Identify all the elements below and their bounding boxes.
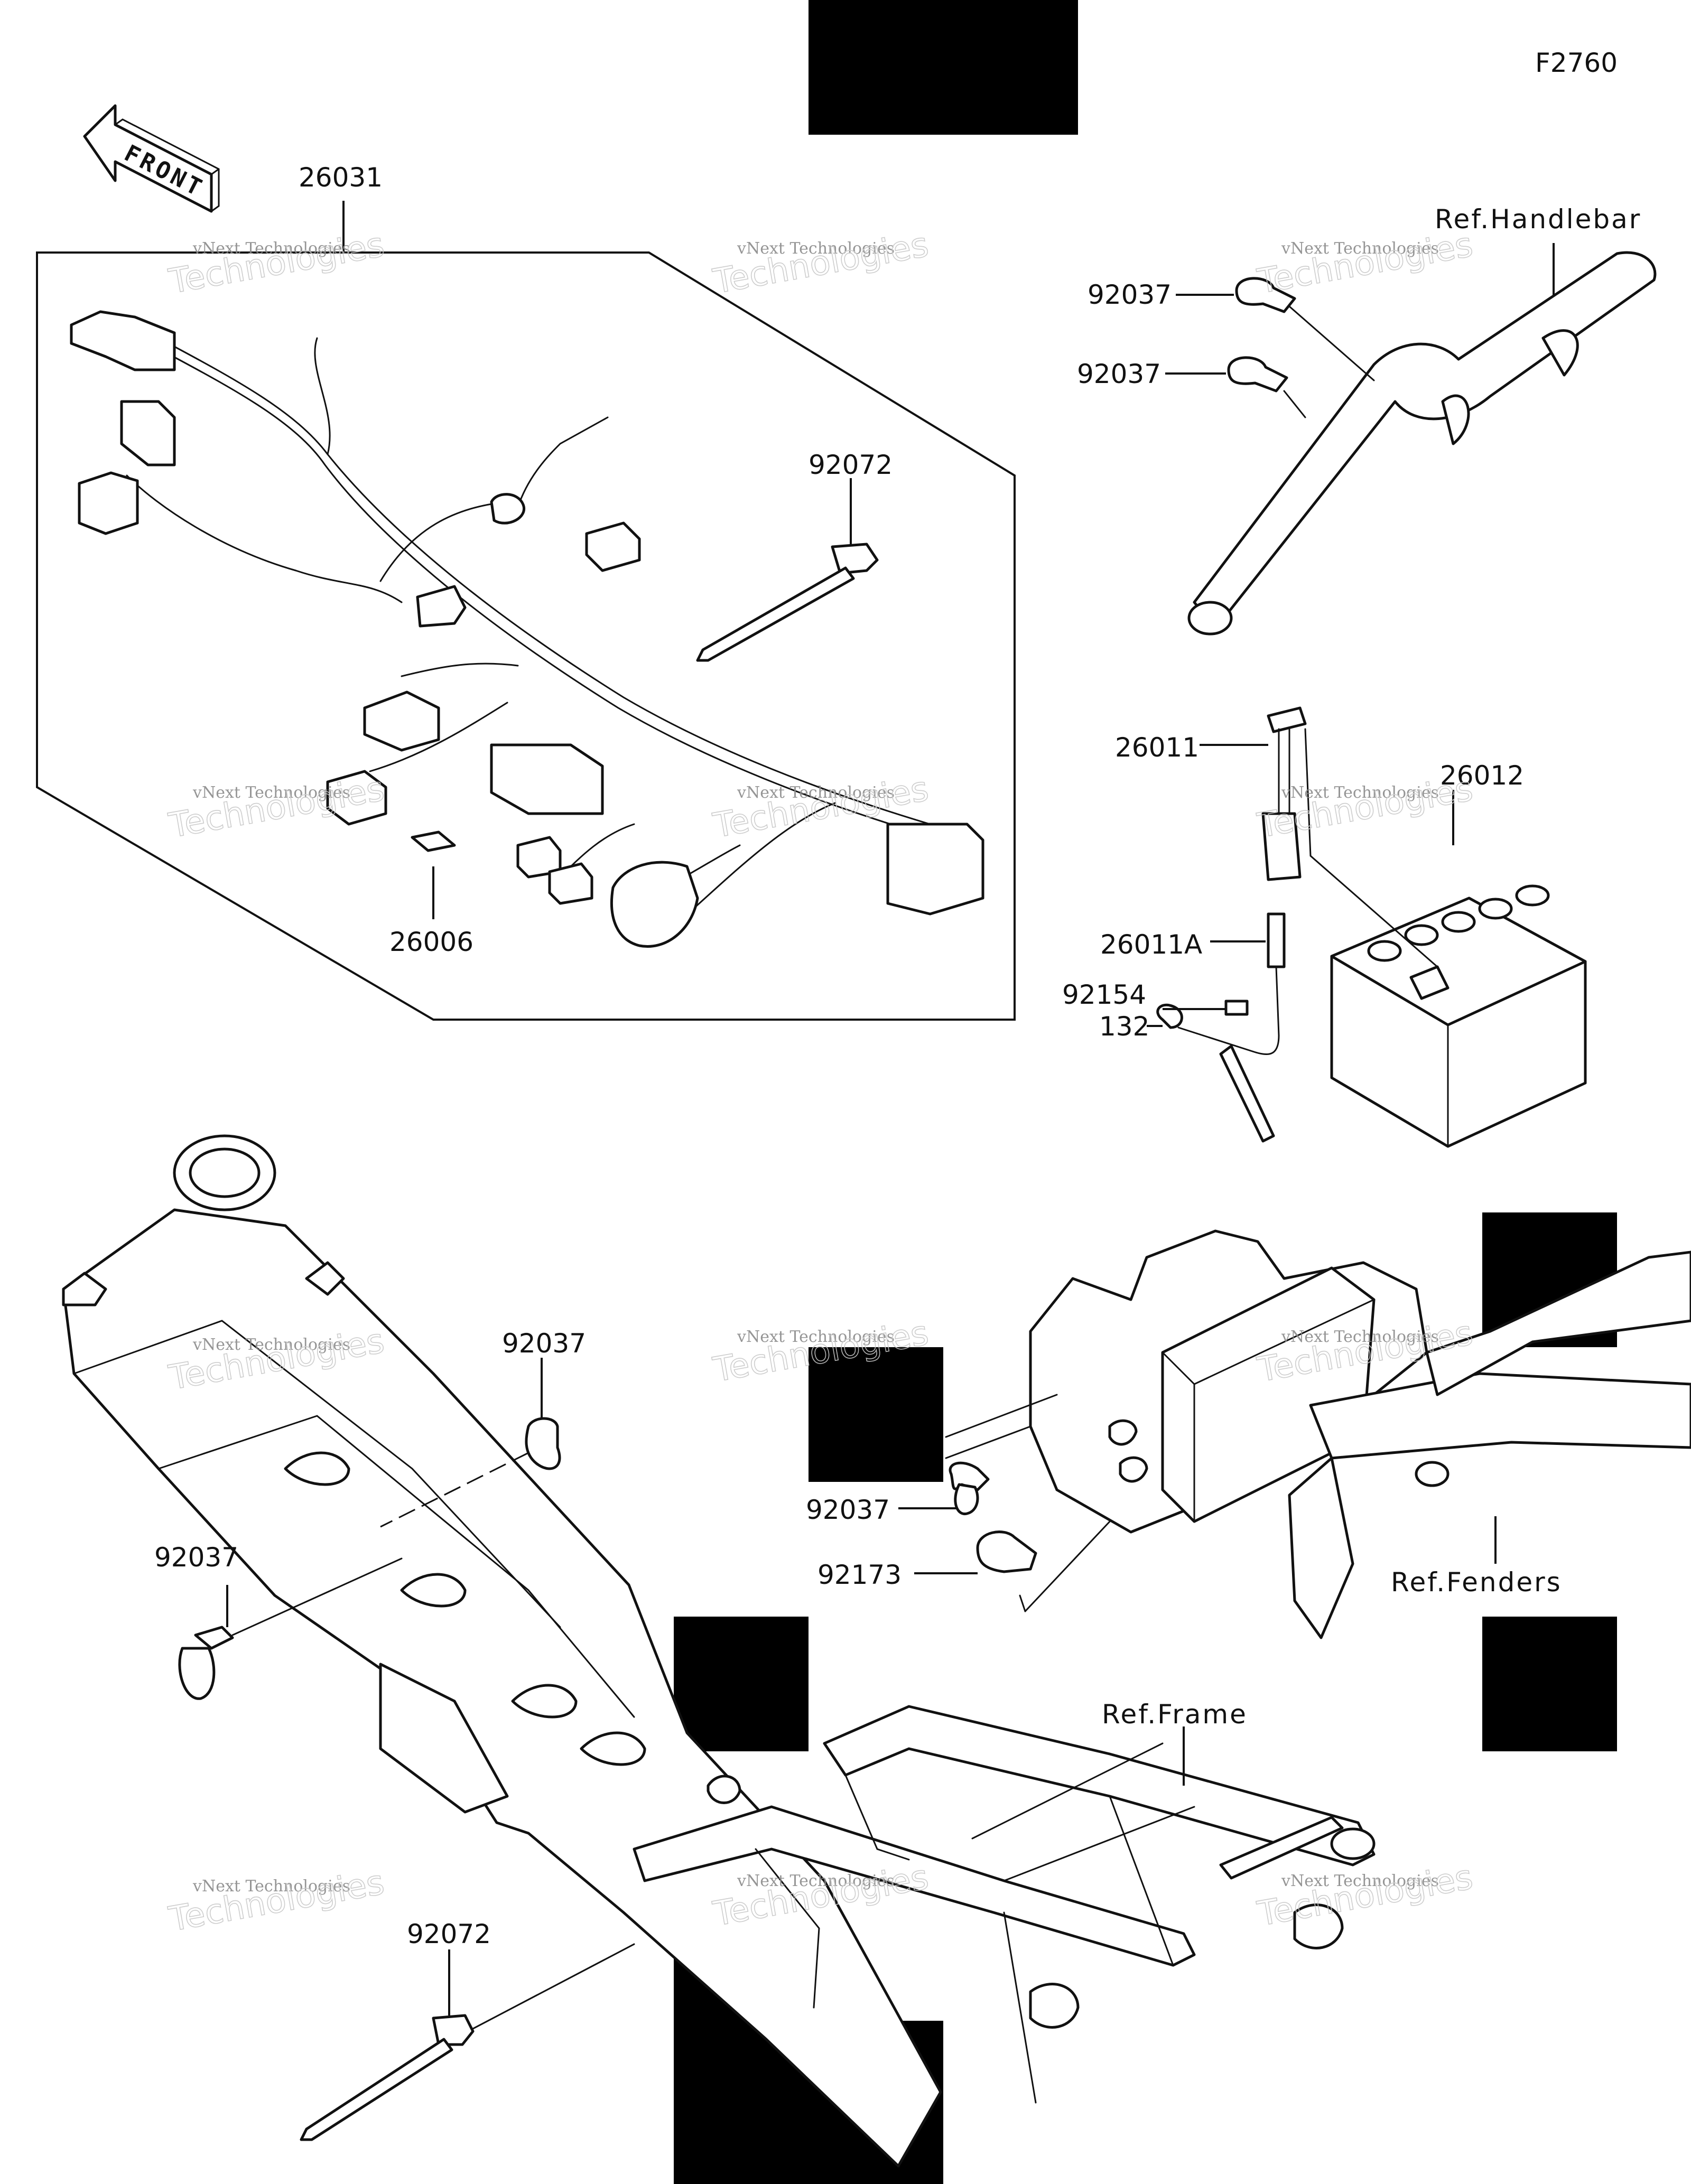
callout-92037-left: 92037 bbox=[154, 1542, 238, 1573]
main-connector-block bbox=[886, 823, 984, 916]
redaction-block-right-2 bbox=[1482, 1617, 1617, 1751]
boot-cover bbox=[610, 861, 699, 948]
connector-small-right bbox=[585, 521, 641, 572]
callout-26031: 26031 bbox=[299, 162, 383, 193]
redaction-block-mid bbox=[809, 1347, 943, 1482]
svg-text:vNext Technologies: vNext Technologies bbox=[737, 1328, 895, 1346]
figure-code: F2760 bbox=[1535, 48, 1618, 78]
ref-handlebar: Ref.Handlebar bbox=[1435, 204, 1641, 235]
svg-text:vNext Technologies: vNext Technologies bbox=[1281, 1328, 1439, 1346]
svg-text:Technologies: Technologies bbox=[166, 1863, 387, 1939]
connector-top bbox=[70, 310, 176, 371]
wiring-harness-panel bbox=[36, 201, 1016, 1021]
svg-text:vNext Technologies: vNext Technologies bbox=[192, 239, 350, 258]
callout-92037-frame: 92037 bbox=[502, 1328, 586, 1359]
svg-text:vNext Technologies: vNext Technologies bbox=[192, 783, 350, 802]
clamp-92037-box bbox=[898, 1461, 990, 1515]
callout-92072-bottom: 92072 bbox=[407, 1919, 491, 1949]
svg-text:Technologies: Technologies bbox=[1255, 769, 1476, 845]
clamp-92037-frame bbox=[380, 1358, 561, 1528]
svg-text:Technologies: Technologies bbox=[166, 225, 387, 301]
cable-tie-92072-bottom bbox=[300, 1943, 635, 2141]
frame-assembly bbox=[62, 1134, 1376, 2168]
callout-92037-handlebar-1: 92037 bbox=[1088, 279, 1172, 310]
callout-26011: 26011 bbox=[1115, 732, 1199, 763]
watermark-10: vNext Technologies Technologies bbox=[165, 1863, 387, 1940]
redaction-block-center-1 bbox=[674, 1617, 809, 1751]
clamp-92037-hb2 bbox=[1227, 356, 1288, 393]
callout-26006: 26006 bbox=[389, 927, 473, 957]
callout-26011A: 26011A bbox=[1100, 929, 1202, 960]
watermark-6: vNext Technologies Technologies bbox=[1254, 769, 1476, 846]
cable-tie-92072-top bbox=[696, 478, 879, 662]
grommet bbox=[416, 585, 467, 628]
svg-text:vNext Technologies: vNext Technologies bbox=[737, 239, 895, 258]
battery-box-assembly bbox=[945, 1229, 1691, 1639]
watermarks: vNext Technologies Technologies vNext Te… bbox=[165, 225, 1476, 1940]
relay-block bbox=[490, 743, 604, 815]
callout-132: 132 bbox=[1099, 1011, 1149, 1042]
svg-text:vNext Technologies: vNext Technologies bbox=[192, 1877, 350, 1896]
clamp-92037-left bbox=[178, 1557, 403, 1700]
callout-26012: 26012 bbox=[1440, 760, 1524, 791]
clamp-92037-hb1 bbox=[1235, 277, 1296, 313]
svg-text:vNext Technologies: vNext Technologies bbox=[737, 783, 895, 802]
ref-fenders: Ref.Fenders bbox=[1391, 1567, 1562, 1598]
svg-text:vNext Technologies: vNext Technologies bbox=[192, 1336, 350, 1354]
callout-92173: 92173 bbox=[817, 1560, 902, 1590]
svg-text:vNext Technologies: vNext Technologies bbox=[737, 1872, 895, 1890]
svg-text:vNext Technologies: vNext Technologies bbox=[1281, 783, 1439, 802]
connector-third bbox=[78, 471, 139, 535]
svg-text:Technologies: Technologies bbox=[710, 225, 932, 301]
svg-text:vNext Technologies: vNext Technologies bbox=[1281, 239, 1439, 258]
front-arrow-icon: FRONT bbox=[83, 104, 220, 213]
connector-mid-left bbox=[363, 690, 440, 752]
connector-second bbox=[120, 400, 176, 466]
terminal-ring bbox=[490, 493, 526, 525]
battery-26012 bbox=[1330, 790, 1587, 1148]
callout-92072-top: 92072 bbox=[809, 450, 893, 480]
svg-text:Technologies: Technologies bbox=[1255, 225, 1476, 301]
svg-text:vNext Technologies: vNext Technologies bbox=[1281, 1872, 1439, 1890]
watermark-3: vNext Technologies Technologies bbox=[1254, 225, 1476, 302]
svg-text:Technologies: Technologies bbox=[166, 769, 387, 845]
lead-26011 bbox=[1200, 706, 1438, 968]
clip-92173 bbox=[914, 1520, 1111, 1612]
connector-mid-lower bbox=[326, 770, 387, 826]
lead-26011A bbox=[1147, 912, 1286, 1143]
connector-pair-2 bbox=[548, 862, 593, 905]
watermark-4: vNext Technologies Technologies bbox=[165, 769, 387, 846]
callout-labels: 26031 92072 26006 92037 92037 26011 2601… bbox=[154, 162, 1641, 1949]
watermark-2: vNext Technologies Technologies bbox=[710, 225, 932, 302]
callout-92037-handlebar-2: 92037 bbox=[1077, 359, 1161, 389]
handlebar-assembly bbox=[1165, 243, 1657, 636]
callout-92154: 92154 bbox=[1062, 979, 1146, 1010]
fuse-26006 bbox=[411, 830, 456, 852]
callout-92037-box: 92037 bbox=[806, 1495, 890, 1525]
ref-frame: Ref.Frame bbox=[1102, 1699, 1248, 1730]
redaction-block-top bbox=[809, 0, 1078, 135]
watermark-1: vNext Technologies Technologies bbox=[165, 225, 387, 302]
watermark-12: vNext Technologies Technologies bbox=[1254, 1858, 1476, 1935]
svg-text:Technologies: Technologies bbox=[1255, 1858, 1476, 1934]
